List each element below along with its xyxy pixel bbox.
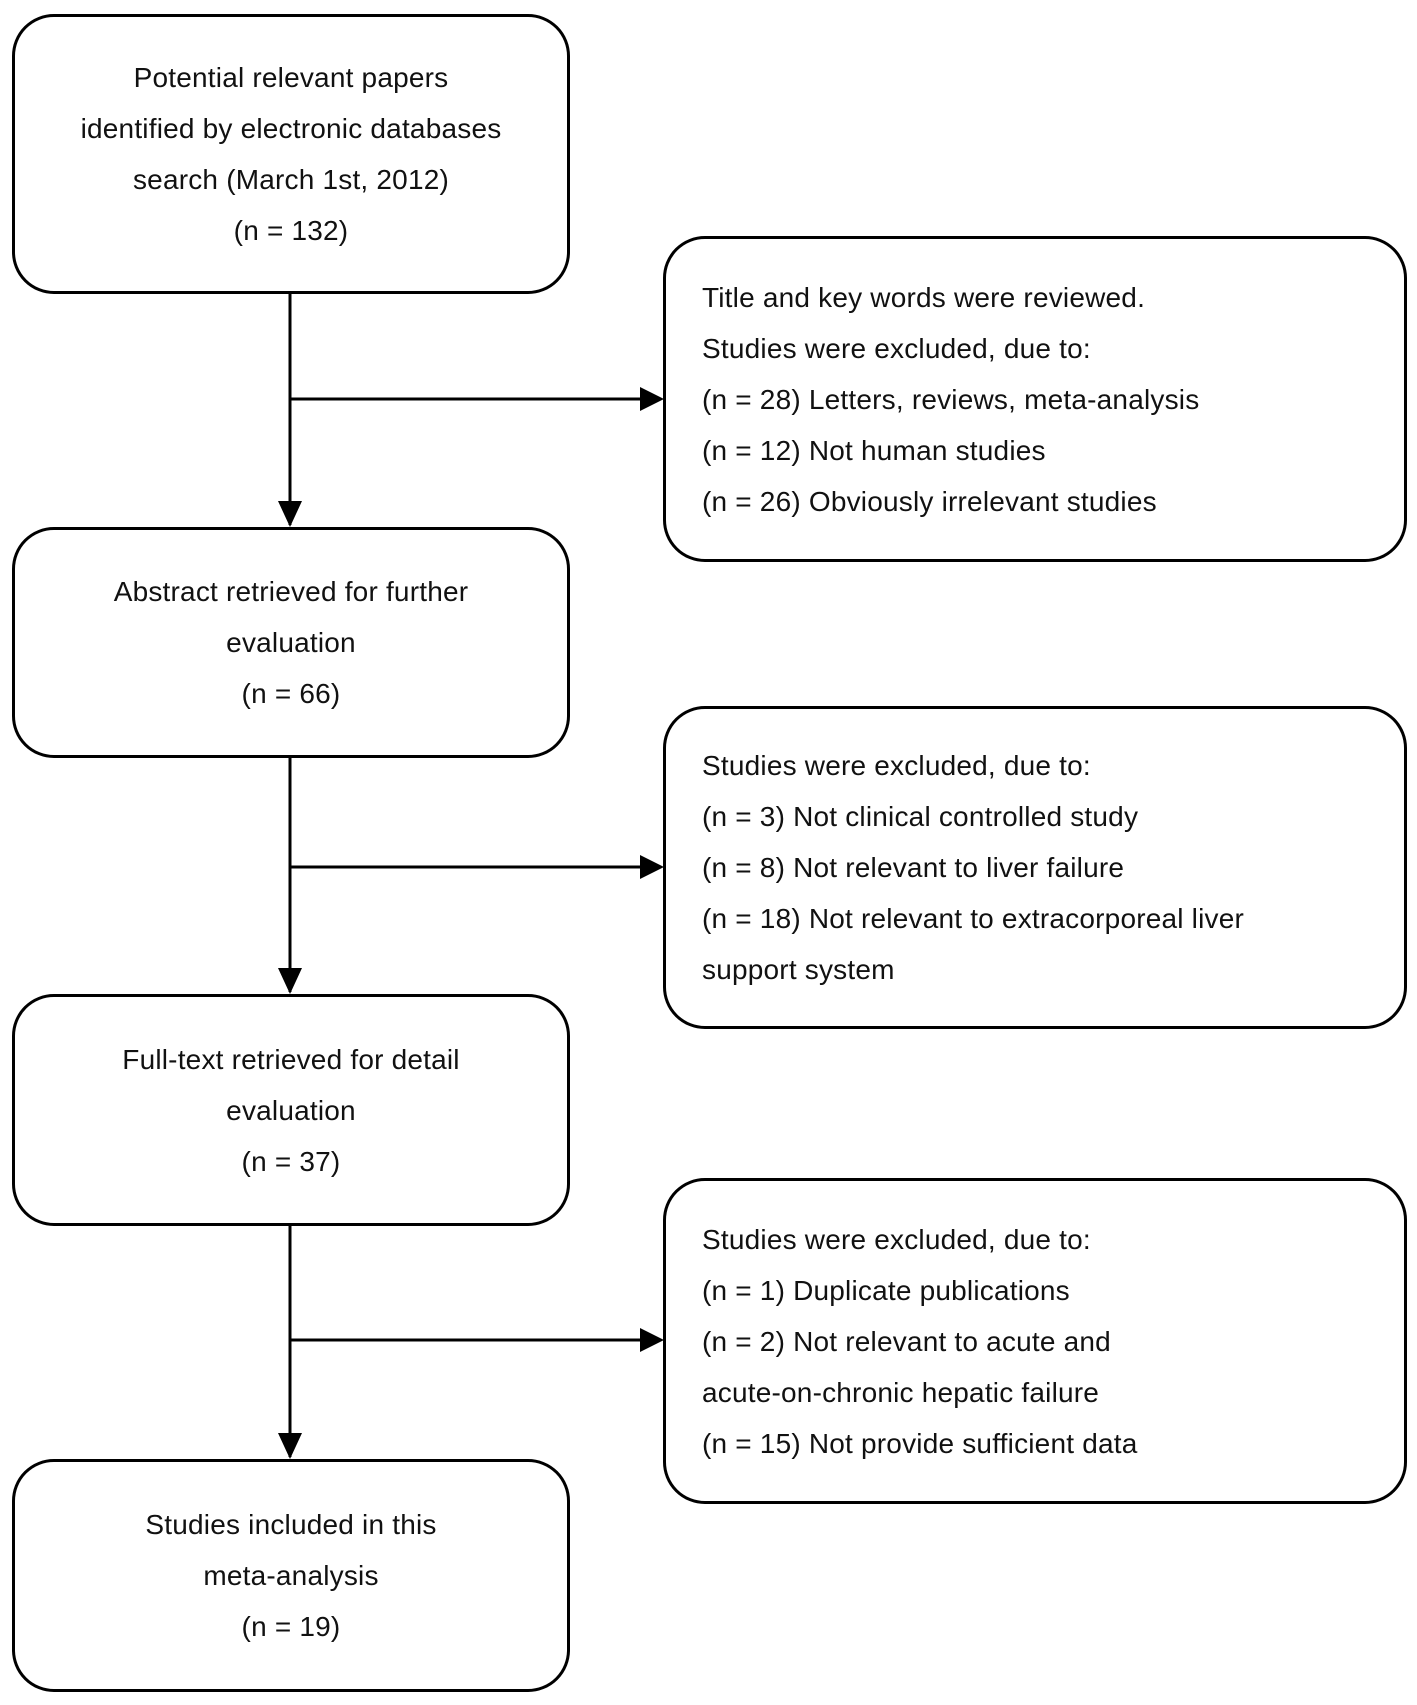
exclusion-reason: (n = 8) Not relevant to liver failure: [702, 852, 1125, 883]
stage-text-line: Full-text retrieved for detail: [122, 1043, 460, 1075]
stage-count: (n = 132): [233, 215, 349, 246]
arrowhead-down-1: [278, 501, 302, 527]
stage-text-line: evaluation: [226, 1094, 356, 1126]
exclusion-reason: (n = 2) Not relevant to acute and: [702, 1325, 1111, 1357]
exclusion-reason: (n = 1) Duplicate publications: [702, 1274, 1070, 1306]
exclusion-reason: (n = 12) Not human studies: [702, 434, 1046, 466]
exclusion-reason: support system: [702, 954, 895, 985]
exclusion-reason: (n = 26) Obviously irrelevant studies: [702, 485, 1157, 517]
exclusion-box-1: Title and key words were reviewed. Studi…: [663, 236, 1407, 562]
exclusion-box-2: Studies were excluded, due to: (n = 3) N…: [663, 706, 1407, 1029]
exclusion-reason: (n = 3) Not clinical controlled study: [702, 801, 1139, 832]
stage-count: (n = 19): [241, 1611, 341, 1642]
arrowhead-right-2: [640, 855, 664, 879]
stage-text-line: Abstract retrieved for further: [113, 576, 469, 607]
stage-box-abstract: Abstract retrieved for further evaluatio…: [12, 527, 570, 758]
exclusion-reason: (n = 18) Not relevant to extracorporeal …: [702, 903, 1245, 934]
stage-text-line: identified by electronic databases: [80, 113, 502, 144]
stage-text-line: Potential relevant papers: [133, 62, 449, 93]
exclusion-text-line: Title and key words were reviewed.: [702, 281, 1146, 313]
stage-box-search: Potential relevant papers identified by …: [12, 14, 570, 294]
stage-text-line: meta-analysis: [203, 1560, 379, 1591]
arrowhead-down-2: [278, 968, 302, 994]
stage-box-fulltext: Full-text retrieved for detail evaluatio…: [12, 994, 570, 1226]
exclusion-reason: acute-on-chronic hepatic failure: [702, 1376, 1100, 1408]
stage-count: (n = 66): [241, 678, 341, 709]
arrowhead-right-3: [640, 1328, 664, 1352]
exclusion-box-3: Studies were excluded, due to: (n = 1) D…: [663, 1178, 1407, 1504]
exclusion-text-line: Studies were excluded, due to:: [702, 1223, 1091, 1255]
exclusion-text-line: Studies were excluded, due to:: [702, 750, 1091, 781]
stage-count: (n = 37): [241, 1145, 341, 1177]
stage-box-included: Studies included in this meta-analysis (…: [12, 1459, 570, 1692]
exclusion-reason: (n = 28) Letters, reviews, meta-analysis: [702, 383, 1200, 415]
exclusion-text-line: Studies were excluded, due to:: [702, 332, 1091, 364]
stage-text-line: search (March 1st, 2012): [132, 164, 450, 195]
arrowhead-down-3: [278, 1433, 302, 1459]
stage-text-line: Studies included in this: [145, 1509, 437, 1540]
arrowhead-right-1: [640, 387, 664, 411]
stage-text-line: evaluation: [226, 627, 356, 658]
exclusion-reason: (n = 15) Not provide sufficient data: [702, 1427, 1138, 1459]
